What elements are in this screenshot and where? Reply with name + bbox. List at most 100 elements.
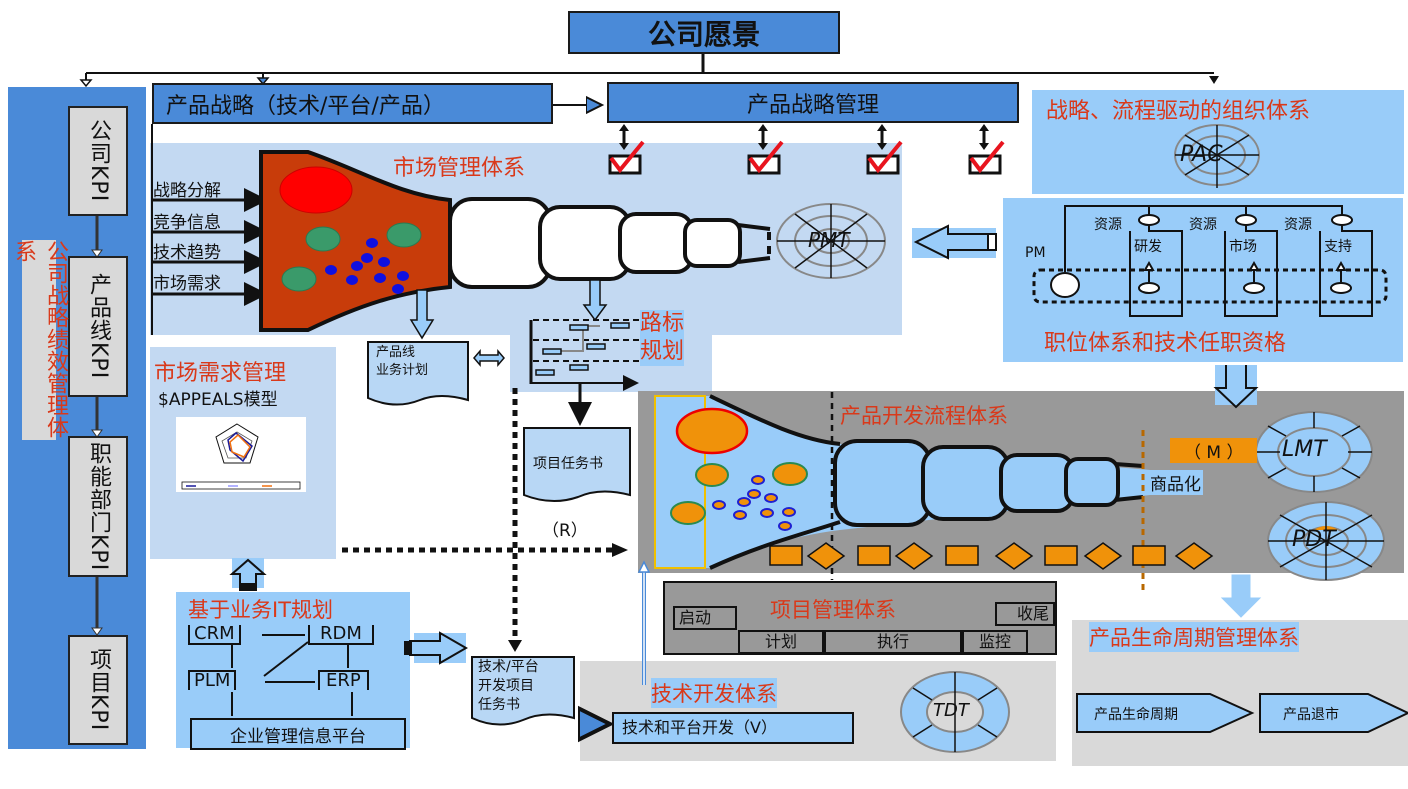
- org-system-title: 战略、流程驱动的组织体系: [1046, 99, 1311, 124]
- kpi-label: 职能部门KPI: [86, 441, 111, 572]
- tech-charter-doc-shape: [471, 656, 575, 726]
- tech-platform-dev-label: 技术和平台开发（V）: [622, 718, 777, 737]
- appeals-model-label: $APPEALS模型: [158, 390, 278, 410]
- kpi-label: 产品线KPI: [86, 273, 111, 380]
- market-input-arrows: [152, 188, 268, 306]
- funnel-to-roadmap-arrow: [582, 279, 608, 322]
- department-support: 支持: [1324, 239, 1352, 255]
- org-to-dev-arrow: [1213, 365, 1259, 409]
- kpi-box-project[interactable]: 项目KPI: [68, 635, 128, 745]
- performance-system-text: 公司战略绩效管理体系: [11, 240, 68, 438]
- it-to-requirements-arrow: [229, 558, 267, 591]
- lmt-team-icon: [1255, 411, 1373, 493]
- department-marketing: 市场: [1229, 239, 1257, 255]
- retirement-stage-shape: [1259, 693, 1408, 733]
- it-to-charter-arrow: [404, 631, 469, 665]
- dev-to-lifecycle-arrow: [1220, 574, 1262, 618]
- pm-label: PM: [1025, 245, 1046, 261]
- resource-label: 资源: [1094, 217, 1122, 233]
- org-system-panel: [1032, 90, 1404, 194]
- lifecycle-title: 产品生命周期管理体系: [1089, 622, 1299, 652]
- company-vision-box[interactable]: 公司愿景: [568, 11, 840, 54]
- phase-start[interactable]: 启动: [673, 606, 737, 630]
- product-line-plan-doc-shape: [367, 341, 469, 406]
- phase-execute[interactable]: 执行: [824, 630, 962, 654]
- roadmap-line: 路标: [640, 311, 685, 336]
- pmt-label[interactable]: PMT: [808, 228, 850, 252]
- roadmap-graphic: [529, 319, 640, 426]
- tdt-label[interactable]: TDT: [933, 700, 969, 721]
- it-system-crm[interactable]: CRM: [188, 625, 241, 645]
- market-input-market-need: 市场需求: [153, 274, 221, 294]
- roadmap-label: 路标 规划: [640, 310, 685, 366]
- dotted-connectors: [342, 388, 620, 645]
- pac-label[interactable]: PAC: [1180, 142, 1223, 167]
- dev-funnel: [654, 392, 1150, 592]
- kpi-label: 项目KPI: [86, 648, 111, 732]
- phase-monitor[interactable]: 监控: [962, 630, 1028, 654]
- company-vision-label: 公司愿景: [647, 17, 760, 51]
- marker-m: （ M ）: [1170, 438, 1258, 463]
- phase-plan[interactable]: 计划: [738, 630, 824, 654]
- enterprise-platform-box[interactable]: 企业管理信息平台: [190, 718, 406, 750]
- doc-line: 业务计划: [376, 363, 429, 378]
- pdt-label[interactable]: PDT: [1292, 527, 1336, 552]
- tech-charter-doc[interactable]: 技术/平台 开发项目 任务书: [478, 658, 539, 715]
- it-planning-title: 基于业务IT规划: [188, 598, 334, 622]
- tech-dev-title: 技术开发体系: [651, 678, 777, 708]
- marker-r: （R）: [542, 521, 588, 541]
- it-system-plm[interactable]: PLM: [188, 670, 237, 690]
- doc-line: 技术/平台: [478, 659, 539, 675]
- kpi-label: 公司KPI: [86, 119, 111, 203]
- org-to-pmt-arrow: [912, 224, 997, 260]
- tech-platform-dev-box[interactable]: 技术和平台开发（V）: [612, 712, 854, 744]
- enterprise-platform-label: 企业管理信息平台: [230, 726, 366, 747]
- requirements-title: 市场需求管理: [154, 361, 287, 386]
- org-chart: [1032, 205, 1388, 317]
- market-funnel: [259, 150, 771, 332]
- dev-system-title: 产品开发流程体系: [840, 404, 1008, 428]
- product-strategy-box[interactable]: 产品战略（技术/平台/产品）: [152, 83, 553, 124]
- tdt-team-icon: [900, 671, 1010, 753]
- kpi-box-functional[interactable]: 职能部门KPI: [68, 436, 128, 577]
- project-mgmt-title: 项目管理体系: [770, 598, 896, 622]
- product-line-plan-doc[interactable]: 产品线 业务计划: [376, 344, 428, 380]
- performance-system-label: 公司战略绩效管理体系: [11, 240, 68, 440]
- appeals-radar-chart: [176, 417, 306, 492]
- pac-team-icon: [1174, 124, 1260, 188]
- it-arrows: [231, 634, 353, 716]
- kpi-box-company[interactable]: 公司KPI: [68, 106, 128, 216]
- market-input-competition: 竞争信息: [153, 213, 221, 233]
- roadmap-line: 规划: [640, 339, 685, 364]
- it-system-erp[interactable]: ERP: [318, 670, 369, 690]
- checkpoint-icon: [608, 124, 645, 175]
- plan-roadmap-double-arrow: [473, 348, 505, 368]
- product-strategy-label: 产品战略（技术/平台/产品）: [166, 93, 445, 119]
- it-system-rdm[interactable]: RDM: [308, 625, 374, 645]
- project-charter-doc-shape: [523, 427, 631, 502]
- kpi-box-product-line[interactable]: 产品线KPI: [68, 256, 128, 397]
- lifecycle-stage-shape: [1076, 693, 1255, 733]
- department-rnd: 研发: [1134, 239, 1162, 255]
- market-input-tech-trend: 技术趋势: [153, 243, 221, 263]
- market-input-strategy: 战略分解: [153, 181, 221, 201]
- lifecycle-stage[interactable]: 产品生命周期: [1094, 707, 1178, 723]
- lmt-label[interactable]: LMT: [1282, 437, 1327, 462]
- doc-line: 产品线: [376, 345, 416, 360]
- resource-label: 资源: [1189, 217, 1217, 233]
- strategy-management-label: 产品战略管理: [746, 92, 879, 118]
- arrow-to-kpi: [79, 79, 93, 88]
- strategy-management-box[interactable]: 产品战略管理: [607, 82, 1019, 123]
- project-mgmt-panel: [663, 581, 1057, 655]
- doc-line: 任务书: [478, 697, 520, 713]
- commercialization-label: 商品化: [1148, 470, 1203, 495]
- doc-line: 开发项目: [478, 678, 534, 694]
- resource-label: 资源: [1284, 217, 1312, 233]
- retirement-stage[interactable]: 产品退市: [1283, 707, 1339, 723]
- pmt-team-icon: [776, 203, 886, 279]
- phase-close[interactable]: 收尾: [995, 602, 1055, 626]
- phase-chain: [769, 542, 1214, 570]
- project-charter-doc[interactable]: 项目任务书: [533, 456, 603, 472]
- arrow-to-org: [1209, 76, 1219, 84]
- checkpoints: [608, 122, 1005, 175]
